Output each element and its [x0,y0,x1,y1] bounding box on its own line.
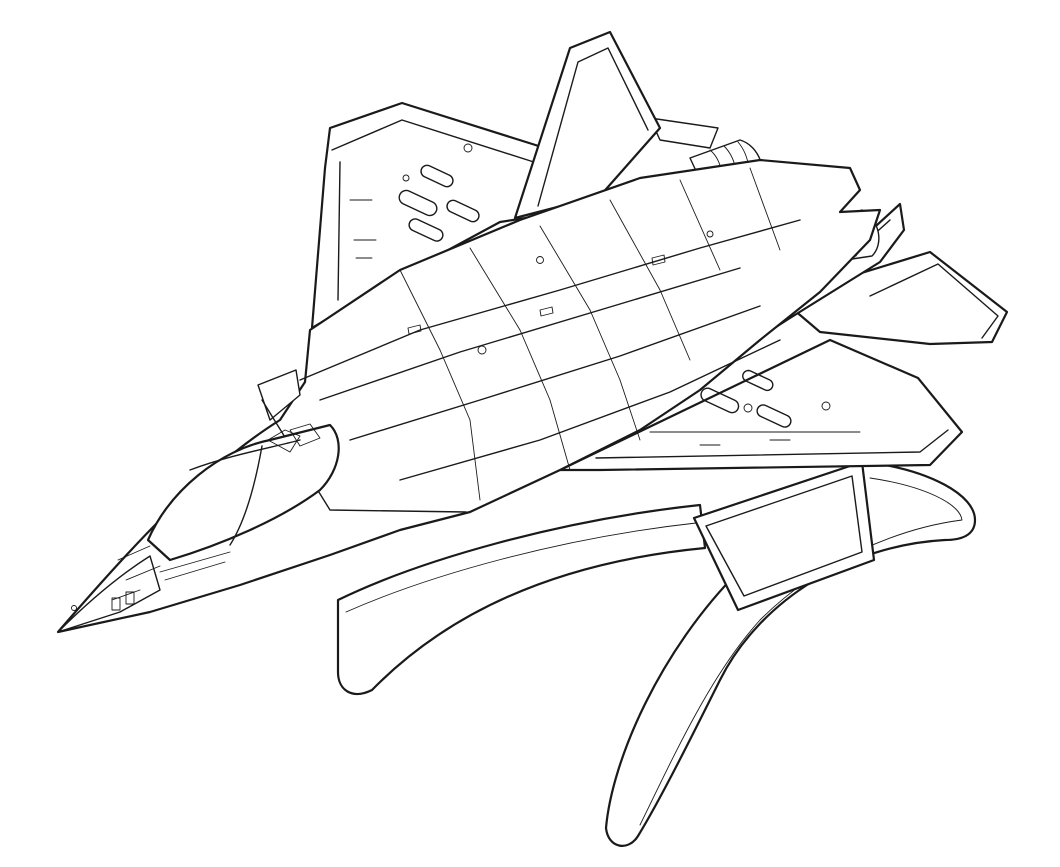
stand-support-bracket-inner [705,475,863,597]
left-wing-leading-edge-line [331,119,541,165]
stand-left-arc-inner [345,522,697,613]
left-wing-flap-line [337,161,341,301]
display-stand [336,460,977,847]
stand-left-arc [336,503,707,696]
air-intake [257,369,301,421]
canopy-frame [189,439,301,546]
left-horizontal-stabilizer [649,117,719,149]
fuselage-spine-line [299,219,801,381]
cockpit [57,423,340,633]
wing-panel-details [398,143,831,428]
horizontal-stabilizers [649,117,1009,346]
nose-cone [57,555,161,633]
right-wing-edge-line [595,429,949,459]
stand-support-bracket [692,460,876,612]
